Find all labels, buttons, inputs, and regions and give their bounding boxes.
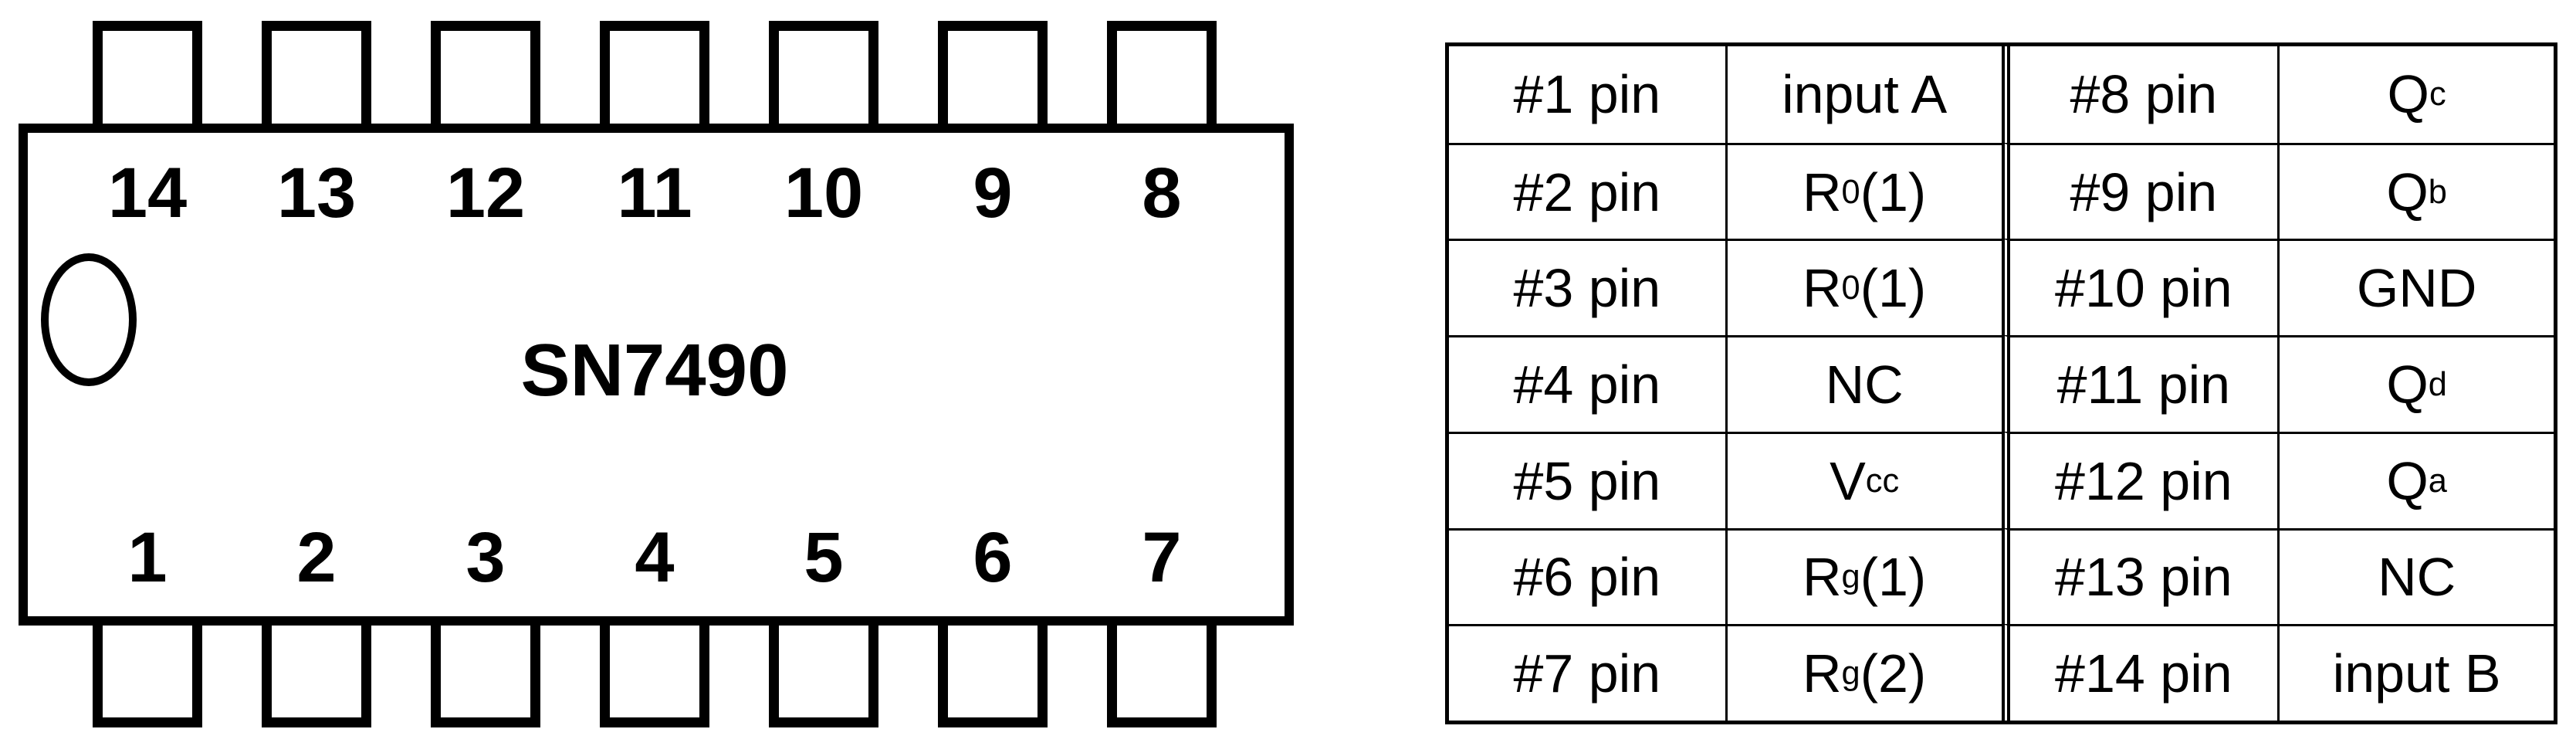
pin-number-cell: #4 pin xyxy=(1449,335,1725,432)
pin-lead-4 xyxy=(600,620,709,727)
signal-suffix: (2) xyxy=(1860,643,1927,704)
pin-number-cell: #8 pin xyxy=(2001,46,2278,143)
pin-number-label: 3 xyxy=(465,518,506,597)
pin-number-label: 10 xyxy=(784,154,864,232)
pin-lead-12 xyxy=(431,21,540,129)
pin-number-label: 2 xyxy=(296,518,337,597)
pin-number-label: 1 xyxy=(127,518,168,597)
signal-base: NC xyxy=(1825,354,1904,415)
pin-function-cell: NC xyxy=(2277,527,2554,625)
pin-lead-2 xyxy=(262,620,371,727)
signal-base: R xyxy=(1802,643,1842,704)
pin-function-cell: GND xyxy=(2277,239,2554,336)
pin-number-label: 14 xyxy=(107,154,188,232)
pin-lead-6 xyxy=(938,620,1048,727)
pin-number-label: 11 xyxy=(617,154,692,232)
chip-notch-icon xyxy=(41,253,137,386)
signal-base: R xyxy=(1802,161,1842,222)
pin-lead-11 xyxy=(600,21,709,129)
signal-base: Q xyxy=(2386,161,2429,222)
pin-number-label: 5 xyxy=(804,518,844,597)
signal-base: GND xyxy=(2356,258,2477,319)
signal-base: R xyxy=(1802,258,1842,319)
pin-number-label: 4 xyxy=(635,518,675,597)
signal-base: V xyxy=(1830,450,1866,511)
pin-number-label: 7 xyxy=(1142,518,1182,597)
signal-suffix: (1) xyxy=(1860,258,1927,319)
pin-number-label: 13 xyxy=(276,154,357,232)
pin-function-cell: NC xyxy=(1725,335,2002,432)
pin-lead-3 xyxy=(431,620,540,727)
pin-lead-5 xyxy=(769,620,878,727)
pin-number-cell: #11 pin xyxy=(2001,335,2278,432)
pin-number-label: 9 xyxy=(973,154,1013,232)
chip-name-label: SN7490 xyxy=(520,329,789,412)
pin-lead-13 xyxy=(262,21,371,129)
signal-base: input A xyxy=(1782,64,1948,125)
pin-function-cell: input A xyxy=(1725,46,2002,143)
pin-number-cell: #9 pin xyxy=(2001,142,2278,239)
pin-lead-14 xyxy=(93,21,202,129)
signal-base: Q xyxy=(2387,64,2429,125)
pin-lead-7 xyxy=(1107,620,1217,727)
pin-number-cell: #10 pin xyxy=(2001,239,2278,336)
pin-function-cell: input B xyxy=(2277,624,2554,721)
pin-lead-1 xyxy=(93,620,202,727)
signal-suffix: (1) xyxy=(1860,547,1927,608)
pin-number-cell: #7 pin xyxy=(1449,624,1725,721)
pin-lead-9 xyxy=(938,21,1048,129)
pin-number-cell: #1 pin xyxy=(1449,46,1725,143)
pin-number-cell: #5 pin xyxy=(1449,431,1725,528)
pin-number-label: 8 xyxy=(1142,154,1182,232)
pin-number-label: 6 xyxy=(973,518,1013,597)
chip-pinout-diagram: 14 13 12 11 10 9 8 SN7490 1 2 3 4 5 6 7 xyxy=(19,21,1294,727)
pin-number-cell: #3 pin xyxy=(1449,239,1725,336)
pin-number-cell: #2 pin xyxy=(1449,142,1725,239)
pin-number-cell: #14 pin xyxy=(2001,624,2278,721)
pin-number-cell: #6 pin xyxy=(1449,527,1725,625)
pin-number-cell: #13 pin xyxy=(2001,527,2278,625)
pin-number-label: 12 xyxy=(445,154,526,232)
pin-number-cell: #12 pin xyxy=(2001,431,2278,528)
chip-body xyxy=(19,124,1294,626)
signal-base: Q xyxy=(2386,450,2429,511)
pin-lead-8 xyxy=(1107,21,1217,129)
signal-base: Q xyxy=(2386,354,2429,415)
signal-base: NC xyxy=(2378,547,2456,608)
signal-base: input B xyxy=(2332,643,2501,704)
signal-suffix: (1) xyxy=(1860,161,1927,222)
pin-lead-10 xyxy=(769,21,878,129)
signal-base: R xyxy=(1802,547,1842,608)
